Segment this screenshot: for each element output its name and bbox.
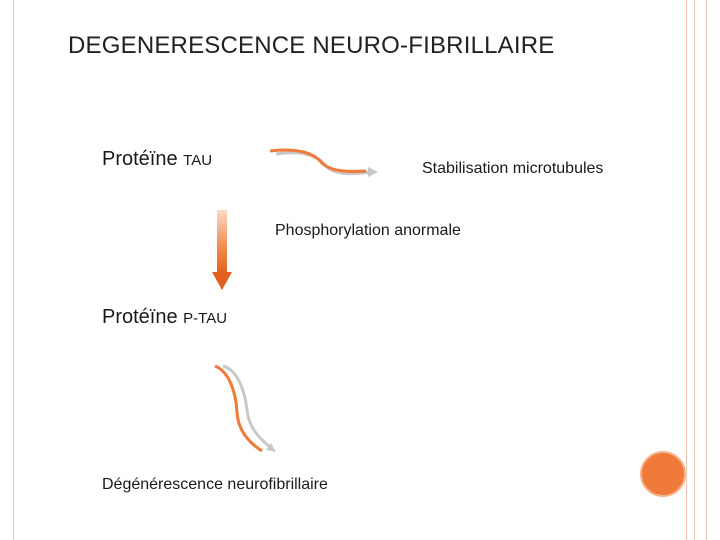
stabilisation-label: Stabilisation microtubules bbox=[422, 160, 604, 177]
down-arrow bbox=[212, 210, 232, 290]
tau-to-stabilisation-arrow bbox=[269, 148, 378, 177]
tau-protein-label: Protéïne TAU bbox=[102, 148, 212, 171]
frame-line-right-3 bbox=[706, 0, 707, 540]
slide-title: DEGENERESCENCE NEURO-FIBRILLAIRE bbox=[68, 32, 555, 59]
tau-suffix: TAU bbox=[183, 152, 213, 169]
tau-prefix: Protéïne bbox=[102, 148, 184, 170]
frame-line-left bbox=[13, 0, 14, 540]
frame-line-right-2 bbox=[694, 0, 695, 540]
ptau-to-degeneration-arrow bbox=[214, 364, 276, 453]
ptau-protein-label: Protéïne P-TAU bbox=[102, 306, 227, 329]
ptau-prefix: Protéïne bbox=[102, 306, 184, 328]
frame-line-right-1 bbox=[686, 0, 687, 540]
degeneration-label: Dégénérescence neurofibrillaire bbox=[102, 476, 328, 493]
phosphorylation-label: Phosphorylation anormale bbox=[275, 222, 461, 239]
decorative-orange-circle bbox=[640, 451, 686, 497]
ptau-suffix: P-TAU bbox=[183, 310, 228, 327]
